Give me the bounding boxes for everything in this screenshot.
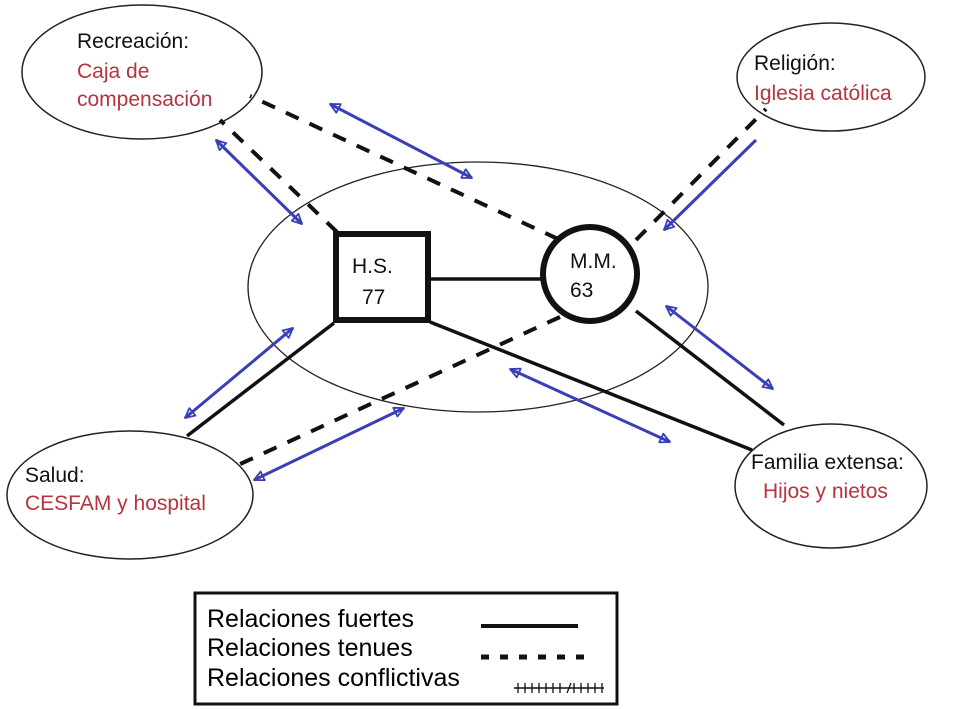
- strong-relation-hs-salud: [185, 321, 336, 438]
- legend-label-strong: Relaciones fuertes: [207, 605, 414, 633]
- legend-swatch-conflict: [514, 682, 604, 694]
- flow-arrow-salud-mm: [253, 406, 405, 482]
- weak-relation-hs-recreacion: [218, 118, 339, 234]
- legend-label-conflict: Relaciones conflictivas: [207, 664, 460, 692]
- system-ellipse-salud: [6, 430, 254, 560]
- system-ellipse-recreacion: [21, 4, 263, 140]
- legend-label-weak: Relaciones tenues: [207, 634, 413, 662]
- system-detail: Caja de: [77, 60, 149, 83]
- family-system-ellipse: [247, 161, 709, 413]
- flow-arrow-familia-hs: [509, 367, 671, 444]
- system-label-religion: Religión: Iglesia católica: [754, 52, 892, 105]
- system-title: Religión:: [754, 52, 836, 75]
- system-detail: compensación: [77, 88, 212, 111]
- flow-arrow-religion-mm: [662, 138, 758, 232]
- system-ellipse-religion: [736, 22, 926, 132]
- person-mm-initials: M.M.: [570, 250, 617, 273]
- strong-relation-mm-familia: [634, 309, 786, 427]
- system-label-salud: Salud: CESFAM y hospital: [25, 464, 206, 515]
- system-label-familia: Familia extensa: Hijos y nietos: [751, 451, 904, 503]
- system-detail: Iglesia católica: [754, 82, 892, 105]
- person-hs-age: 77: [362, 286, 385, 309]
- female-circle: [540, 224, 640, 324]
- system-title: Recreación:: [77, 30, 189, 53]
- weak-relation-mm-religion: [634, 107, 768, 242]
- male-square: [333, 231, 431, 323]
- energy-flow-arrows: [184, 102, 774, 482]
- flow-arrow-recreacion-hs: [214, 138, 304, 226]
- system-detail: Hijos y nietos: [763, 480, 888, 503]
- relation-lines: [185, 94, 786, 467]
- weak-relation-mm-salud: [237, 315, 561, 467]
- system-detail: CESFAM y hospital: [25, 492, 206, 515]
- flow-arrow-familia-mm: [665, 304, 774, 391]
- system-title: Familia extensa:: [751, 451, 904, 474]
- system-label-recreacion: Recreación: Caja de compensación: [77, 30, 212, 111]
- person-mm-age: 63: [570, 279, 593, 302]
- system-title: Salud:: [25, 464, 85, 487]
- system-ellipse-familia: [734, 423, 928, 549]
- strong-relation-hs-familia: [429, 320, 753, 452]
- flow-arrow-salud-hs: [184, 326, 294, 420]
- person-node-hs: H.S. 77: [333, 231, 431, 323]
- person-node-mm: M.M. 63: [540, 224, 640, 324]
- person-hs-initials: H.S.: [352, 255, 393, 278]
- flow-arrow-recreacion-mm: [329, 102, 473, 180]
- legend-box: [193, 591, 619, 706]
- legend: Relaciones fuertes Relaciones tenues Rel…: [193, 591, 619, 706]
